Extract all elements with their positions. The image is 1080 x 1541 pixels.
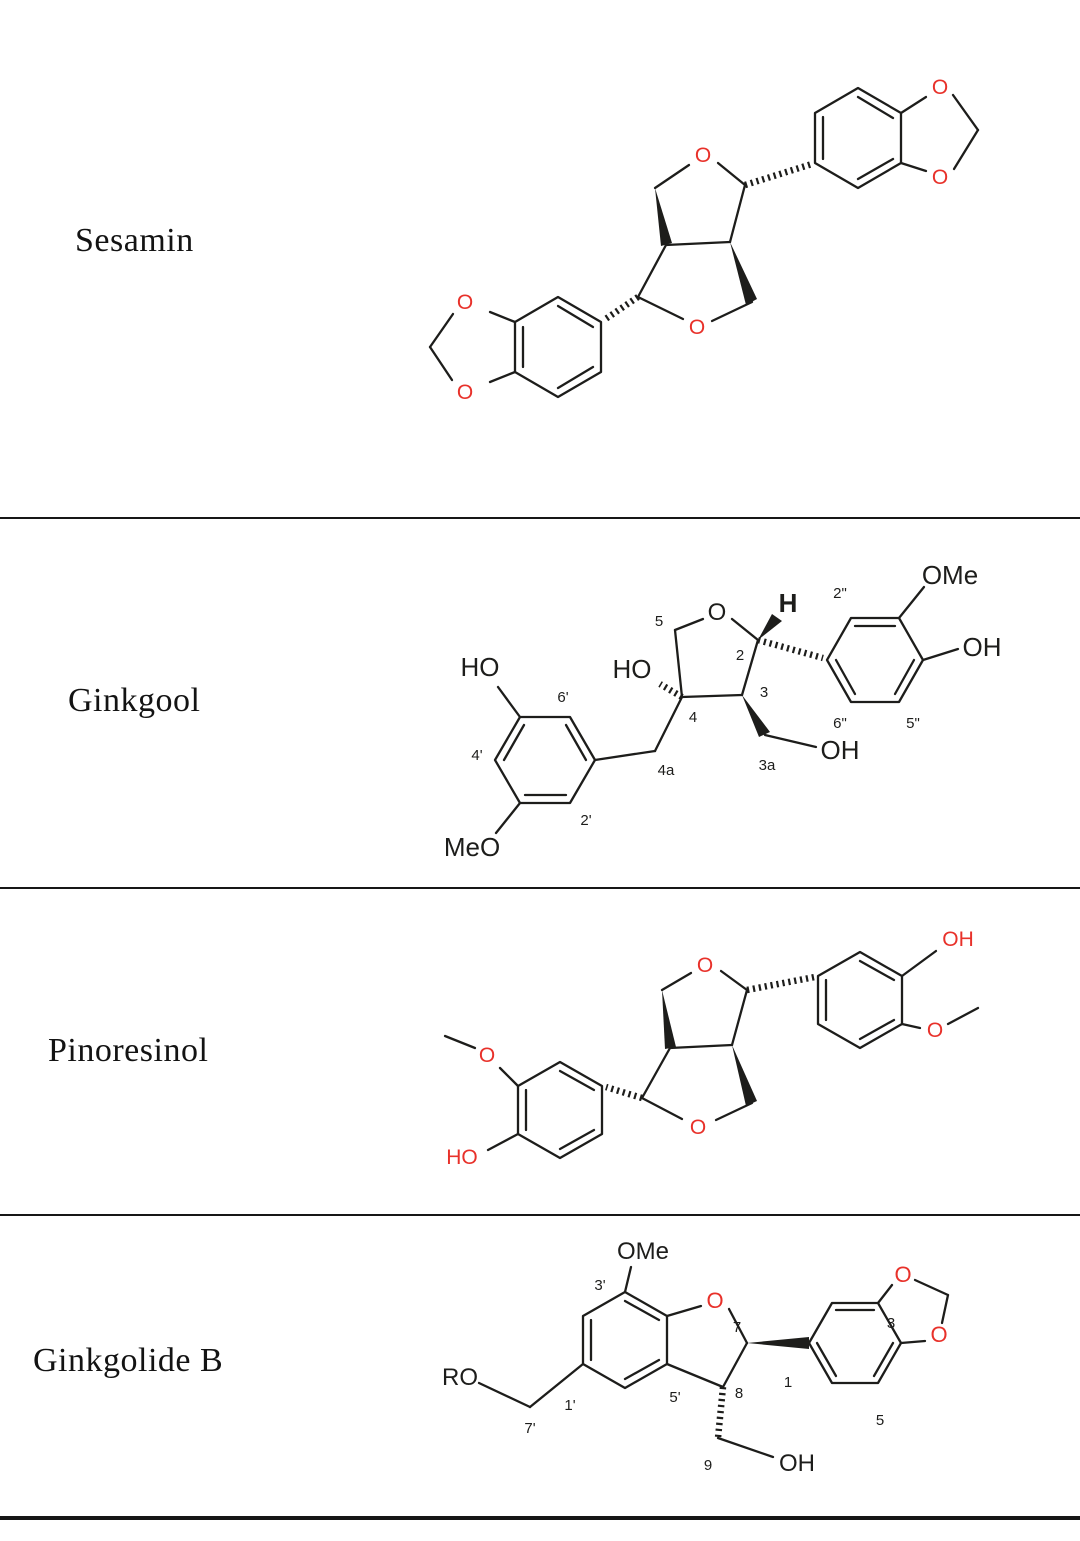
locant-7: 7 bbox=[733, 1319, 741, 1336]
hashed-bond bbox=[746, 973, 816, 994]
tetrahydrofuran-core bbox=[673, 614, 782, 737]
locant-1: 1 bbox=[784, 1374, 792, 1391]
ch2-oh-bond bbox=[763, 733, 818, 749]
hashed-bond-ho bbox=[658, 681, 684, 700]
c4a-bond bbox=[653, 695, 684, 753]
oxygen-label: O bbox=[457, 291, 473, 314]
benzodioxole-bottom-left: O O bbox=[428, 291, 603, 404]
ho-label: HO bbox=[613, 654, 652, 684]
c9-oh-bond bbox=[716, 1436, 775, 1459]
structure-pinoresinol: O O OH O O HO bbox=[443, 928, 980, 1169]
oxygen-label: O bbox=[457, 381, 473, 404]
locant-3: 3 bbox=[760, 684, 768, 701]
compound-name-pinoresinol: Pinoresinol bbox=[48, 1032, 209, 1069]
bold-wedge-bond bbox=[732, 1045, 757, 1106]
locant-4p: 4' bbox=[471, 747, 482, 764]
methoxy-oxygen-label: O bbox=[927, 1019, 943, 1042]
dihydrofuran-ring bbox=[665, 1304, 749, 1389]
compound-name-ginkgolide-b: Ginkgolide B bbox=[33, 1342, 224, 1379]
row-divider-3 bbox=[0, 1214, 1080, 1216]
oxygen-label: O bbox=[932, 166, 948, 189]
ring-oxygen-label: O bbox=[689, 316, 705, 339]
aryl-ring-right bbox=[825, 585, 960, 704]
oh-label: OH bbox=[821, 735, 860, 765]
bold-wedge-bond bbox=[742, 695, 770, 737]
compound-name-ginkgool: Ginkgool bbox=[68, 682, 201, 719]
ho-label: HO bbox=[461, 652, 500, 682]
locant-5pp: 5" bbox=[906, 715, 920, 732]
aryl-ring-left bbox=[493, 685, 597, 835]
ro-label: RO bbox=[442, 1364, 478, 1391]
ome-label: OMe bbox=[922, 560, 978, 590]
locant-4: 4 bbox=[689, 709, 697, 726]
hashed-bond bbox=[602, 294, 640, 323]
hydrogen-label: H bbox=[779, 588, 798, 618]
compound-name-sesamin: Sesamin bbox=[75, 222, 194, 259]
locant-4a: 4a bbox=[658, 762, 675, 779]
structure-ginkgool: O H HO HO OMe OH OH MeO 5 2 3 4 4a 3a 6'… bbox=[444, 560, 1002, 862]
locant-3p: 3' bbox=[594, 1277, 605, 1294]
locant-3a: 3a bbox=[759, 757, 776, 774]
locant-5p: 5' bbox=[669, 1389, 680, 1406]
benzodioxole-ring-right: O O bbox=[807, 1262, 950, 1385]
methoxy-oxygen-label: O bbox=[479, 1044, 495, 1067]
oh-label: OH bbox=[779, 1450, 815, 1477]
bold-wedge-c7-aryl bbox=[747, 1337, 809, 1349]
bold-wedge-bond bbox=[730, 242, 757, 305]
table-bottom-rule bbox=[0, 1516, 1080, 1520]
furofuran-core bbox=[640, 969, 757, 1122]
locant-7p: 7' bbox=[524, 1420, 535, 1437]
structure-sesamin: O O O O O O bbox=[428, 76, 980, 404]
guaiacyl-ring-top-right bbox=[816, 949, 980, 1050]
c4a-aryl-bond bbox=[593, 749, 657, 762]
hashed-bond bbox=[605, 1083, 643, 1102]
locant-3: 3 bbox=[887, 1315, 895, 1332]
locant-1p: 1' bbox=[564, 1397, 575, 1414]
ho-label: HO bbox=[446, 1146, 478, 1169]
structure-ginkgolide-b: O O OMe RO O OH 3' 1' 5' 7' 7 8 9 1 3 5 bbox=[442, 1238, 950, 1477]
hashed-bond-c8 bbox=[714, 1386, 727, 1439]
oxygen-label: O bbox=[932, 76, 948, 99]
locant-2p: 2' bbox=[580, 812, 591, 829]
locant-9: 9 bbox=[704, 1457, 712, 1474]
row-divider-1 bbox=[0, 517, 1080, 519]
bold-wedge-bond bbox=[662, 990, 676, 1049]
locant-6p: 6' bbox=[557, 689, 568, 706]
guaiacyl-ring-bottom-left bbox=[443, 1034, 604, 1160]
hashed-bond-aryl bbox=[757, 636, 824, 662]
dioxole-oxygen-label: O bbox=[894, 1262, 911, 1287]
hashed-bond bbox=[744, 160, 813, 189]
benzofuran-benzene-ring bbox=[477, 1265, 669, 1409]
oh-label: OH bbox=[942, 928, 974, 951]
locant-8: 8 bbox=[735, 1385, 743, 1402]
dioxole-oxygen-label: O bbox=[930, 1322, 947, 1347]
ring-oxygen-label: O bbox=[706, 1288, 723, 1313]
locant-5: 5 bbox=[655, 613, 663, 630]
ring-oxygen-label: O bbox=[697, 954, 713, 977]
locant-6pp: 6" bbox=[833, 715, 847, 732]
benzodioxole-top-right: O O bbox=[813, 76, 980, 190]
ring-oxygen-label: O bbox=[708, 599, 727, 626]
locant-5: 5 bbox=[876, 1412, 884, 1429]
oh-label: OH bbox=[963, 632, 1002, 662]
ring-oxygen-label: O bbox=[690, 1116, 706, 1139]
ring-oxygen-label: O bbox=[695, 144, 711, 167]
locant-2pp: 2" bbox=[833, 585, 847, 602]
row-divider-2 bbox=[0, 887, 1080, 889]
bold-wedge-bond bbox=[655, 188, 672, 246]
meo-label: MeO bbox=[444, 832, 500, 862]
furofuran-core bbox=[636, 161, 757, 323]
locant-2: 2 bbox=[736, 647, 744, 664]
bold-wedge-to-H bbox=[758, 614, 782, 640]
ome-label: OMe bbox=[617, 1238, 669, 1265]
